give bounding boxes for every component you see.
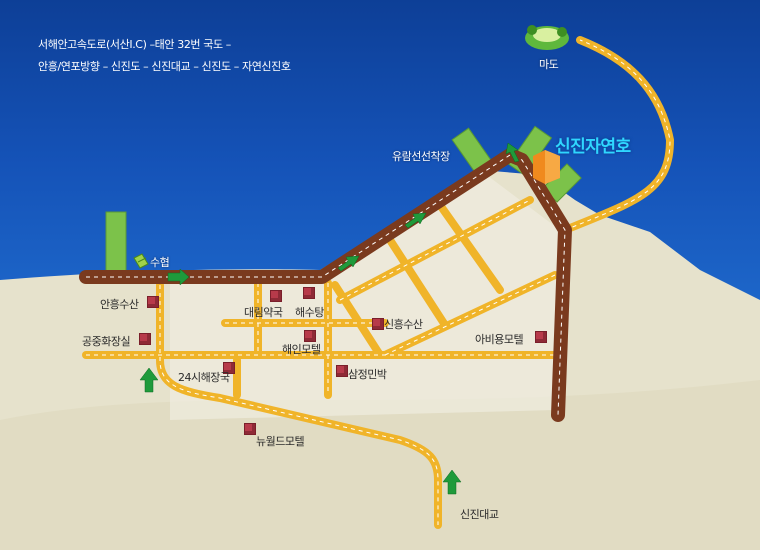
label-new-world-motel: 뉴월드모텔 xyxy=(256,435,305,448)
mado-island-icon xyxy=(525,25,569,50)
route-line-2: 안흥/연포방향 – 신진도 – 신진대교 – 신진도 – 자연신진호 xyxy=(38,60,291,73)
building-marker-icon xyxy=(535,331,547,343)
building-marker-icon xyxy=(372,318,384,330)
building-marker-icon xyxy=(336,365,348,377)
label-haejangguk-24: 24시해장국 xyxy=(178,371,230,384)
arrow-up-icon xyxy=(139,367,159,393)
arrow-up-icon xyxy=(442,469,462,495)
building-marker-icon xyxy=(223,362,235,374)
label-pier: 유람선선착장 xyxy=(392,150,450,163)
label-mado: 마도 xyxy=(539,58,559,71)
arrow-icon xyxy=(404,212,427,229)
label-abiyong-motel: 아비용모텔 xyxy=(475,333,524,346)
building-marker-icon xyxy=(139,333,151,345)
label-suhyeop: 수협 xyxy=(150,256,170,269)
label-haein-motel: 해인모텔 xyxy=(282,343,321,356)
arrow-icon xyxy=(337,255,360,272)
building-marker-icon xyxy=(270,290,282,302)
label-anheung-susan: 안흥수산 xyxy=(100,298,139,311)
building-marker-icon xyxy=(303,287,315,299)
land-shading xyxy=(0,380,760,550)
building-marker-icon xyxy=(244,423,256,435)
label-daerim-yakguk: 대림약국 xyxy=(244,306,283,319)
road-arrows xyxy=(139,142,520,495)
label-gongjung-hwajangsil: 공중화장실 xyxy=(82,335,131,348)
destination-title: 신진자연호 xyxy=(555,137,631,157)
label-sinheung-susan: 신흥수산 xyxy=(384,318,423,331)
label-sinjin-daegyo: 신진대교 xyxy=(460,508,499,521)
pier-left xyxy=(105,211,127,279)
building-marker-icon xyxy=(147,296,159,308)
suhyeop-icon xyxy=(133,253,149,269)
arrow-icon xyxy=(167,268,190,286)
side-road-dashes xyxy=(86,39,671,525)
building-marker-icon xyxy=(304,330,316,342)
label-samjeong-minbak: 삼정민박 xyxy=(348,368,387,381)
label-haesutang: 해수탕 xyxy=(295,306,324,319)
resort-building-icon xyxy=(533,150,560,184)
arrow-icon xyxy=(505,142,520,163)
route-line-1: 서해안고속도로(서산I.C) –태안 32번 국도 – xyxy=(38,38,231,51)
